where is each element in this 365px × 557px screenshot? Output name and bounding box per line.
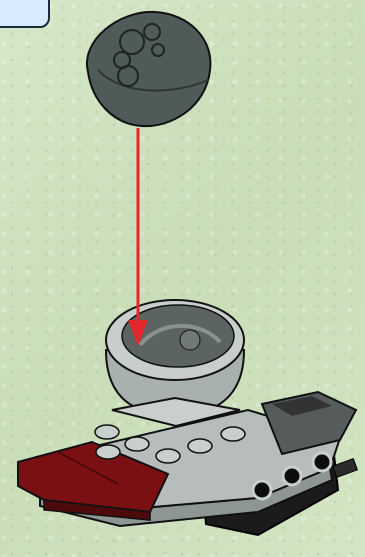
light-gray-dome — [106, 300, 244, 426]
dark-gray-dome — [87, 12, 210, 126]
